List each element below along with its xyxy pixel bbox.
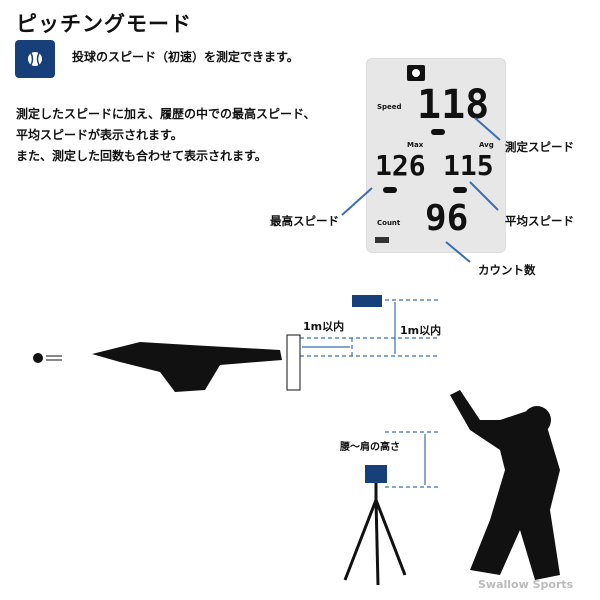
lead-text: 投球のスピード（初速）を測定できます。 [72, 50, 299, 64]
pitch-mode-icon [407, 65, 425, 81]
description-line: 平均スピードが表示されます。 [16, 128, 183, 142]
callout-avg-speed: 平均スピード [505, 214, 574, 228]
ball [33, 353, 43, 363]
description-line: また、測定した回数も合わせて表示されます。 [16, 149, 267, 163]
description-line: 測定したスピードに加え、履歴の中での最高スピード、 [16, 107, 316, 121]
pitcher-silhouette [450, 390, 560, 580]
radar-device-top [352, 295, 382, 307]
avg-label: Avg [479, 141, 494, 149]
avg-value: 115 [443, 149, 494, 182]
unit-badge [383, 187, 397, 193]
callout-measured-speed: 測定スピード [505, 140, 574, 154]
watermark: Swallow Sports [478, 578, 574, 591]
speed-value: 118 [417, 82, 490, 128]
battery-icon [375, 237, 389, 243]
height-label: 腰～肩の高さ [340, 442, 400, 453]
radar-device-tripod [365, 465, 387, 483]
baseball-icon [15, 40, 55, 78]
pitcher-silhouette-top [92, 342, 282, 392]
speed-label: Speed [377, 103, 402, 111]
max-label: Max [407, 141, 424, 149]
guide-lines [300, 299, 440, 488]
unit-badge [453, 187, 467, 193]
lcd-display: Speed 118 Max 126 Avg 115 Count 96 [366, 58, 506, 253]
page-title: ピッチングモード [16, 12, 192, 36]
radar-device-side [286, 334, 301, 391]
count-label: Count [377, 219, 401, 227]
distance-horizontal-label: 1m以内 [303, 320, 345, 333]
count-value: 96 [425, 198, 469, 239]
unit-badge [431, 129, 445, 135]
callout-max-speed: 最高スピード [270, 214, 339, 228]
callout-count: カウント数 [478, 263, 536, 277]
max-value: 126 [375, 149, 426, 182]
distance-vertical-label: 1m以内 [400, 324, 442, 337]
description: 測定したスピードに加え、履歴の中での最高スピード、 平均スピードが表示されます。… [16, 104, 316, 167]
